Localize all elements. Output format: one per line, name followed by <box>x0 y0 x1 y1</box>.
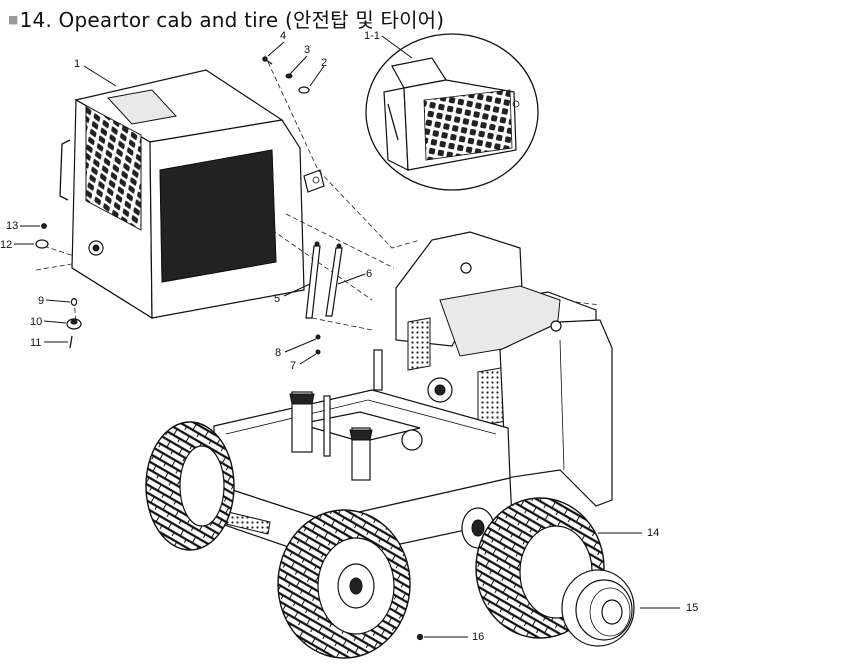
lug-nut-16 <box>416 633 424 641</box>
leader-lines <box>14 35 680 638</box>
callout-16: 16 <box>472 631 485 643</box>
operator-cab <box>59 69 325 320</box>
callout-2: 2 <box>321 57 328 69</box>
callout-13: 13 <box>6 220 19 232</box>
callout-10: 10 <box>30 316 43 328</box>
tire-front-left <box>277 509 411 659</box>
detail-view-1-1 <box>365 33 539 191</box>
callout-3: 3 <box>304 44 311 56</box>
callout-1: 1 <box>74 58 81 70</box>
callout-8: 8 <box>275 347 282 359</box>
bolt-7 <box>315 349 321 355</box>
title-bullet: ■ <box>8 13 19 26</box>
diagram-title: ■14. Opeartor cab and tire (안전탑 및 타이어) <box>8 4 444 33</box>
wheel-rim-15 <box>561 569 635 647</box>
bolt-8 <box>315 334 321 340</box>
callout-12: 12 <box>0 239 13 251</box>
gas-struts <box>305 241 343 319</box>
title-text: 14. Opeartor cab and tire (안전탑 및 타이어) <box>19 8 445 32</box>
callout-11: 11 <box>30 337 42 349</box>
hardware-9-13 <box>35 223 82 349</box>
callout-7: 7 <box>290 360 297 372</box>
callout-14: 14 <box>647 527 660 539</box>
callout-15: 15 <box>686 602 699 614</box>
tire-rear-left <box>145 421 235 551</box>
hardware-2-3-4 <box>262 56 310 94</box>
callout-5: 5 <box>274 293 281 305</box>
callout-6: 6 <box>366 268 373 280</box>
callout-4: 4 <box>280 30 287 42</box>
callout-9: 9 <box>38 295 45 307</box>
callout-1-1: 1-1 <box>364 30 380 42</box>
